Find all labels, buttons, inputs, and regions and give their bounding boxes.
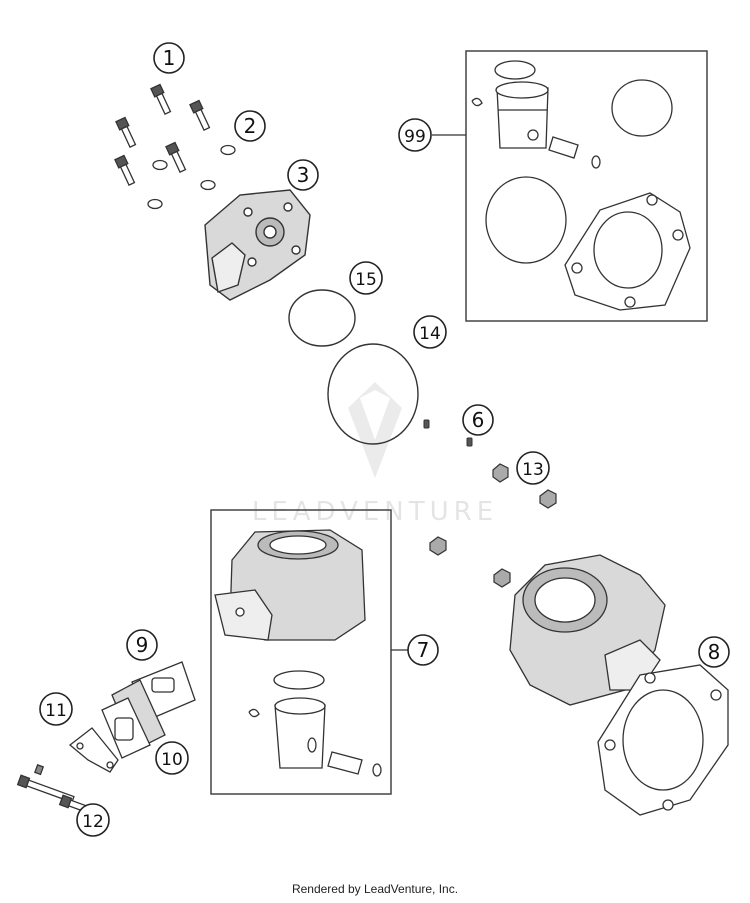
callout-label: 12 (82, 812, 104, 832)
callout-label: 1 (163, 46, 176, 70)
o-ring-14 (327, 343, 419, 445)
watermark-text: LEADVENTURE (252, 497, 498, 527)
cylinder-kit-7 (214, 529, 382, 777)
callout-3: 3 (287, 159, 319, 191)
callout-label: 3 (297, 163, 310, 187)
callout-9: 9 (126, 629, 158, 661)
intake-parts (68, 661, 196, 773)
callout-11: 11 (39, 692, 73, 726)
cylinder-head-screws (114, 83, 211, 186)
cylinder-base-gasket (597, 664, 729, 816)
footer-credit: Rendered by LeadVenture, Inc. (291, 882, 459, 896)
callout-12: 12 (76, 803, 110, 837)
callout-14: 14 (413, 315, 447, 349)
callout-label: 99 (404, 127, 426, 147)
callout-label: 7 (417, 638, 430, 662)
callout-label: 2 (244, 114, 257, 138)
callout-label: 9 (136, 633, 149, 657)
callout-15: 15 (349, 261, 383, 295)
callout-10: 10 (155, 741, 189, 775)
callout-1: 1 (153, 42, 185, 74)
callout-99: 99 (398, 118, 432, 152)
callout-2: 2 (234, 110, 266, 142)
callout-13: 13 (516, 451, 550, 485)
o-ring-15 (288, 289, 356, 347)
callout-label: 6 (472, 408, 485, 432)
callout-label: 10 (161, 750, 183, 770)
intake-screws (16, 764, 93, 815)
callout-label: 8 (708, 640, 721, 664)
cylinder (509, 554, 666, 706)
cylinder-head (204, 189, 311, 301)
kit-box-99 (465, 50, 708, 322)
callout-label: 15 (355, 270, 377, 290)
callout-8: 8 (698, 636, 730, 668)
callout-label: 13 (522, 460, 544, 480)
callout-6: 6 (462, 404, 494, 436)
dowel-pins (423, 419, 473, 447)
callout-label: 14 (419, 324, 441, 344)
flange-nuts (429, 463, 557, 588)
watermark-logo (348, 382, 402, 478)
kit-box-7 (210, 509, 392, 795)
callout-label: 11 (45, 701, 67, 721)
kit-99-parts (471, 60, 691, 311)
leader-lines (391, 134, 466, 651)
seal-washers (147, 144, 236, 210)
callout-7: 7 (407, 634, 439, 666)
